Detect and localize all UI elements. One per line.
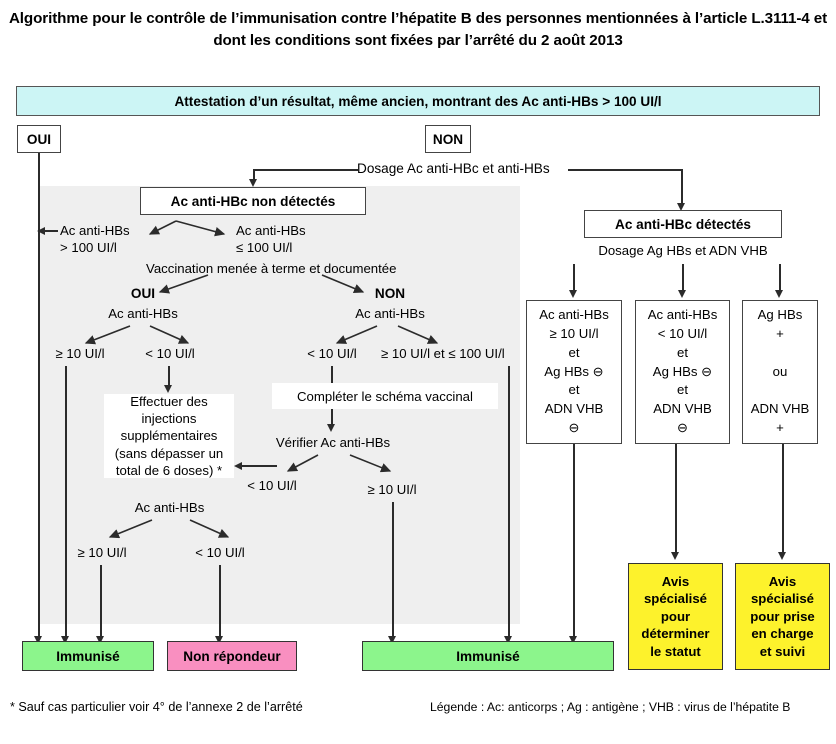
completer-out-arrow xyxy=(327,424,335,432)
case3-out-arrow xyxy=(778,552,786,560)
case3-feed-line xyxy=(779,264,781,292)
case-box-2: Ac anti-HBs < 10 UI/l et Ag HBs ⊖ et ADN… xyxy=(635,300,730,444)
outcome-immunise-right-label: Immunisé xyxy=(456,648,520,664)
non-between-line xyxy=(508,366,510,640)
case2-feed-arrow xyxy=(678,290,686,298)
oui-trunk-arrow xyxy=(34,636,42,644)
dosage-right-vline xyxy=(681,169,683,205)
case-box-3-text: Ag HBs + ou ADN VHB + xyxy=(750,307,810,435)
dosage-left-vline xyxy=(253,169,255,181)
outcome-avis-statut-label: Avis spécialisé pour déterminer le statu… xyxy=(641,573,710,659)
completer-out-line xyxy=(331,409,333,427)
verif-inf10-feedback-hline xyxy=(241,465,277,467)
verif-sup10-label: ≥ 10 UI/l xyxy=(367,482,417,497)
node-ac-hbs-retest: Ac anti-HBs xyxy=(134,500,205,515)
subbranch-oui-inf10-arrow xyxy=(164,385,172,393)
node-vaccination-complete: Vaccination menée à terme et documentée xyxy=(146,261,397,276)
branch-non-box: NON xyxy=(425,125,471,153)
case-box-3: Ag HBs + ou ADN VHB + xyxy=(742,300,818,444)
case-box-2-text: Ac anti-HBs < 10 UI/l et Ag HBs ⊖ et ADN… xyxy=(647,307,718,435)
branch-oui-box: OUI xyxy=(17,125,61,153)
subbranch-oui-label: OUI xyxy=(130,286,156,301)
retest-inf10-line xyxy=(219,565,221,640)
outcome-immunise-left: Immunisé xyxy=(22,641,154,671)
verif-sup10-line xyxy=(392,502,394,640)
retest-inf10-label: < 10 UI/l xyxy=(195,545,245,560)
subbranch-oui-sup10: ≥ 10 UI/l xyxy=(55,346,105,361)
subbranch-oui-ac-hbs: Ac anti-HBs xyxy=(108,306,178,321)
retest-inf10-arrow xyxy=(215,636,223,644)
outcome-avis-statut: Avis spécialisé pour déterminer le statu… xyxy=(628,563,723,670)
dosage-left-hline xyxy=(253,169,358,171)
node-hbc-non-detectes-label: Ac anti-HBc non détectés xyxy=(170,193,336,209)
branch-oui-label: OUI xyxy=(26,131,52,147)
dosage-right-hline xyxy=(568,169,682,171)
case3-feed-arrow xyxy=(775,290,783,298)
case1-out-arrow xyxy=(569,636,577,644)
branch-non-label: NON xyxy=(432,131,464,147)
node-verifier-ac-hbs: Vérifier Ac anti-HBs xyxy=(275,435,391,450)
node-completer-schema-label: Compléter le schéma vaccinal xyxy=(297,388,473,404)
dosage-hbc-hbs-label: Dosage Ac anti-HBc et anti-HBs xyxy=(357,161,550,176)
node-injections-text: Effectuer des injections supplémentaires… xyxy=(114,394,224,478)
outcome-avis-prise-en-charge-label: Avis spécialisé pour prise en charge et … xyxy=(750,573,815,659)
case3-out-line xyxy=(782,444,784,556)
node-hbc-detectes-label: Ac anti-HBc détectés xyxy=(615,216,751,232)
node-completer-schema: Compléter le schéma vaccinal xyxy=(272,383,498,409)
case2-out-arrow xyxy=(671,552,679,560)
node-ac-hbs-sup100: Ac anti-HBs > 100 UI/l xyxy=(60,223,130,255)
retest-sup10-label: ≥ 10 UI/l xyxy=(77,545,127,560)
subbranch-non-label: NON xyxy=(374,286,406,301)
ac-hbs-sup100-hline xyxy=(44,230,58,232)
case2-out-line xyxy=(675,444,677,556)
outcome-immunise-left-label: Immunisé xyxy=(56,648,120,664)
verif-inf10-feedback-arrow xyxy=(234,461,242,470)
retest-sup10-line xyxy=(100,565,102,640)
non-inf10-line xyxy=(331,366,333,384)
case1-out-line xyxy=(573,444,575,640)
verif-sup10-arrow xyxy=(388,636,396,644)
legend-text: Légende : Ac: anticorps ; Ag : antigène … xyxy=(430,700,791,714)
subbranch-oui-sup10-line xyxy=(65,366,67,640)
footnote-text: * Sauf cas particulier voir 4° de l’anne… xyxy=(10,700,303,714)
subbranch-non-ac-hbs: Ac anti-HBs xyxy=(355,306,425,321)
subbranch-non-between: ≥ 10 UI/l et ≤ 100 UI/l xyxy=(381,346,505,361)
page-title: Algorithme pour le contrôle de l’immunis… xyxy=(8,10,828,50)
outcome-non-repondeur: Non répondeur xyxy=(167,641,297,671)
dosage-ag-hbs-adn-label: Dosage Ag HBs et ADN VHB xyxy=(598,243,768,258)
attestation-banner: Attestation d’un résultat, même ancien, … xyxy=(16,86,820,116)
case1-feed-arrow xyxy=(569,290,577,298)
outcome-avis-prise-en-charge: Avis spécialisé pour prise en charge et … xyxy=(735,563,830,670)
outcome-immunise-right: Immunisé xyxy=(362,641,614,671)
attestation-text: Attestation d’un résultat, même ancien, … xyxy=(174,93,662,109)
verif-inf10-label: < 10 UI/l xyxy=(247,478,297,493)
dosage-left-arrow xyxy=(249,179,257,187)
case1-feed-line xyxy=(573,264,575,292)
dosage-right-arrow xyxy=(677,203,685,211)
subbranch-oui-inf10: < 10 UI/l xyxy=(145,346,195,361)
node-ac-hbs-inf100: Ac anti-HBs ≤ 100 UI/l xyxy=(236,223,306,255)
case-box-1: Ac anti-HBs ≥ 10 UI/l et Ag HBs ⊖ et ADN… xyxy=(526,300,622,444)
oui-trunk-line xyxy=(38,153,40,640)
ac-hbs-sup100-arrow xyxy=(37,226,45,235)
node-hbc-non-detectes: Ac anti-HBc non détectés xyxy=(140,187,366,215)
case2-feed-line xyxy=(682,264,684,292)
subbranch-non-inf10: < 10 UI/l xyxy=(307,346,357,361)
node-hbc-detectes: Ac anti-HBc détectés xyxy=(584,210,782,238)
subbranch-oui-sup10-arrow xyxy=(61,636,69,644)
subbranch-oui-inf10-line xyxy=(168,366,170,388)
non-between-arrow xyxy=(504,636,512,644)
outcome-non-repondeur-label: Non répondeur xyxy=(183,648,281,664)
node-injections-box: Effectuer des injections supplémentaires… xyxy=(104,394,234,478)
retest-sup10-arrow xyxy=(96,636,104,644)
case-box-1-text: Ac anti-HBs ≥ 10 UI/l et Ag HBs ⊖ et ADN… xyxy=(539,307,609,435)
